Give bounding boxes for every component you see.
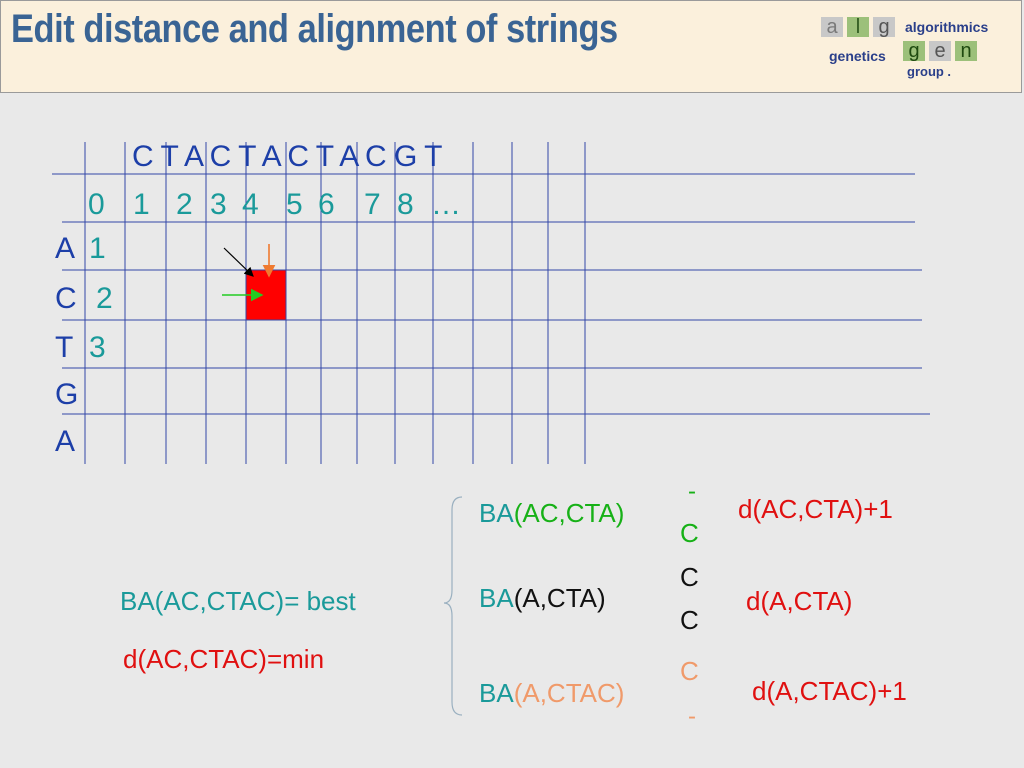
case1-top-char: - [688, 478, 696, 505]
case3-top-char: C [680, 656, 699, 686]
top-index-5: 5 [286, 188, 303, 221]
logo-letter-e: e [929, 41, 951, 61]
logo-word-group: group . [907, 64, 952, 79]
min-distance-formula: d(AC,CTAC)=min [123, 644, 325, 674]
logo-letter-a: a [821, 17, 843, 37]
diagonal-arrow [223, 247, 254, 277]
case3-bottom-char: - [688, 703, 696, 730]
top-index-8: 8 [397, 188, 414, 221]
top-sequence: C T A C T A C T A C G T [132, 140, 442, 174]
case-brace [443, 496, 463, 716]
left-char: A [55, 425, 76, 458]
top-index-0: 0 [88, 188, 105, 221]
left-index: 3 [89, 331, 106, 364]
case2-ba-label: BA [479, 583, 514, 613]
top-char: A [261, 140, 280, 173]
top-char: A [183, 140, 202, 173]
logo-word-genetics: genetics [829, 48, 886, 64]
top-char: T [160, 140, 178, 173]
top-char: C [364, 140, 387, 173]
logo-letter-g2: g [903, 41, 925, 61]
logo-letter-g: g [873, 17, 895, 37]
top-index-3: 3 [210, 188, 227, 221]
left-char: T [55, 331, 74, 364]
top-char: T [238, 140, 256, 173]
top-char: A [339, 140, 358, 173]
grid-lines [52, 142, 930, 464]
logo-letter-n: n [955, 41, 977, 61]
case1-ba-args: (AC,CTA) [513, 498, 625, 528]
case1-bottom-char: C [680, 518, 699, 548]
slide-header: Edit distance and alignment of strings a… [0, 0, 1022, 93]
case3-ba-label: BA [479, 678, 514, 708]
left-char: A [55, 232, 76, 265]
top-index-1: 1 [133, 188, 150, 221]
case2-top-char: C [680, 562, 699, 592]
logo-word-algorithmics: algorithmics [905, 19, 989, 35]
case1-distance: d(AC,CTA)+1 [738, 494, 893, 524]
case2-bottom-char: C [680, 605, 699, 635]
top-index-7: 7 [364, 188, 381, 221]
case2-ba-args: (A,CTA) [513, 583, 606, 613]
top-index-4: 4 [242, 188, 259, 221]
slide-title: Edit distance and alignment of strings [11, 7, 618, 51]
logo-letter-l: l [847, 17, 869, 37]
case1-ba-label: BA [479, 498, 514, 528]
case3-distance: d(A,CTAC)+1 [752, 676, 907, 706]
case2-distance: d(A,CTA) [746, 586, 853, 616]
top-char: G [393, 140, 417, 173]
case2-ba: BA(A,CTA) [479, 583, 606, 614]
left-index: 1 [89, 232, 106, 265]
top-index-2: 2 [176, 188, 193, 221]
left-char: C [55, 282, 77, 315]
left-char: G [55, 378, 79, 411]
top-char: C [132, 140, 154, 173]
case3-ba-args: (A,CTAC) [513, 678, 625, 708]
case3-ba: BA(A,CTAC) [479, 678, 624, 709]
top-index-6: 6 [318, 188, 335, 221]
left-index: 2 [96, 282, 113, 315]
best-alignment-formula: BA(AC,CTAC)= best [120, 586, 356, 616]
top-char: T [424, 140, 442, 173]
top-index-ellipsis: … [431, 188, 461, 221]
top-char: C [287, 140, 309, 173]
top-char: C [209, 140, 232, 173]
top-char: T [315, 140, 334, 173]
algogen-logo: a l g algorithmics genetics g e n group … [821, 15, 1021, 81]
case1-ba: BA(AC,CTA) [479, 498, 624, 529]
